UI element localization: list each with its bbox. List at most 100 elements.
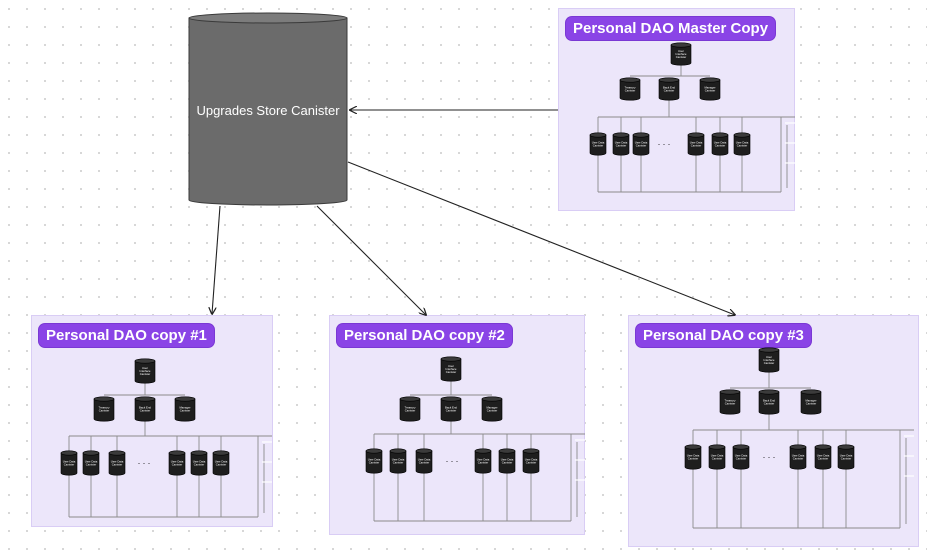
user-data-canister-label: User Data — [792, 453, 805, 457]
treasury-canister-label: Canister — [405, 409, 415, 413]
user-data-canister-label: Canister — [86, 463, 96, 467]
user-data-canister-label: Canister — [737, 144, 747, 148]
user-data-canister-label: Canister — [712, 457, 722, 461]
user-data-canister-label: Canister — [593, 144, 603, 148]
treasury-canister-label: Canister — [725, 402, 735, 406]
manager-canister-label: Manager — [704, 85, 715, 89]
treasury-canister-label: Treasury — [99, 405, 111, 409]
back-end-canister-label: Back End — [763, 398, 775, 402]
treasury-canister-label: Treasury — [625, 85, 637, 89]
user-data-canister-label: Canister — [194, 463, 204, 467]
user-data-canister-label: User Data — [171, 459, 184, 463]
user-data-canister-label: Canister — [419, 461, 429, 465]
ellipsis-dots: . . . — [446, 454, 459, 464]
ellipsis-dots: . . . — [658, 137, 671, 147]
ellipsis-dots: . . . — [138, 456, 151, 466]
user-data-canister-label: Canister — [841, 457, 851, 461]
user-data-canister-label: User Data — [477, 457, 490, 461]
user-data-canister-label: User Data — [817, 453, 830, 457]
user-interface-canister-label: Canister — [676, 55, 686, 59]
user-interface-canister-label: Canister — [446, 370, 456, 374]
back-end-canister-label: Back End — [445, 405, 457, 409]
user-data-canister-label: User Data — [840, 453, 853, 457]
manager-canister-label: Manager — [486, 405, 497, 409]
master-architecture: UserInterfaceCanisterTreasuryCanisterBac… — [589, 42, 795, 193]
user-data-canister-label: Canister — [393, 461, 403, 465]
user-data-canister-label: User Data — [525, 457, 538, 461]
user-interface-canister-label: User — [678, 49, 684, 53]
user-interface-canister-label: User — [448, 364, 454, 368]
user-data-canister-label: User Data — [368, 457, 381, 461]
user-data-canister-label: Canister — [172, 463, 182, 467]
user-data-canister-label: User Data — [63, 459, 76, 463]
treasury-canister-label: Canister — [625, 89, 635, 93]
arrow-store-to-copy-1 — [212, 205, 221, 314]
back-end-canister-label: Canister — [664, 89, 674, 93]
user-data-canister-label: User Data — [392, 457, 405, 461]
user-data-canister-label: Canister — [112, 463, 122, 467]
user-data-canister-label: User Data — [735, 453, 748, 457]
upgrades-store-canister[interactable] — [188, 12, 348, 206]
user-data-canister-label: Canister — [478, 461, 488, 465]
user-data-canister-label: User Data — [736, 140, 749, 144]
copy-3-architecture: UserInterfaceCanisterTreasuryCanisterBac… — [684, 347, 914, 529]
user-data-canister-label: Canister — [736, 457, 746, 461]
user-data-canister-label: User Data — [711, 453, 724, 457]
user-interface-canister-label: User — [142, 366, 148, 370]
treasury-canister-label: Treasury — [405, 405, 417, 409]
treasury-canister-label: Treasury — [725, 398, 737, 402]
back-end-canister-label: Back End — [663, 85, 675, 89]
user-interface-canister-label: Interface — [140, 369, 151, 373]
user-data-canister-label: User Data — [615, 140, 628, 144]
user-data-canister-label: Canister — [715, 144, 725, 148]
user-data-canister-label: User Data — [635, 140, 648, 144]
user-data-canister-label: Canister — [64, 463, 74, 467]
arrow-store-to-copy-2 — [316, 205, 426, 315]
user-data-canister-label: Canister — [636, 144, 646, 148]
back-end-canister-label: Canister — [764, 402, 774, 406]
copy-2-architecture: UserInterfaceCanisterTreasuryCanisterBac… — [365, 356, 585, 522]
user-interface-canister-label: Interface — [764, 358, 775, 362]
user-data-canister-label: Canister — [526, 461, 536, 465]
manager-canister-label: Canister — [806, 402, 816, 406]
user-interface-canister-label: User — [766, 355, 772, 359]
user-data-canister-label: Canister — [688, 457, 698, 461]
user-data-canister-label: User Data — [687, 453, 700, 457]
user-interface-canister-label: Interface — [446, 367, 457, 371]
user-interface-canister-label: Canister — [140, 372, 150, 376]
user-data-canister-label: Canister — [616, 144, 626, 148]
